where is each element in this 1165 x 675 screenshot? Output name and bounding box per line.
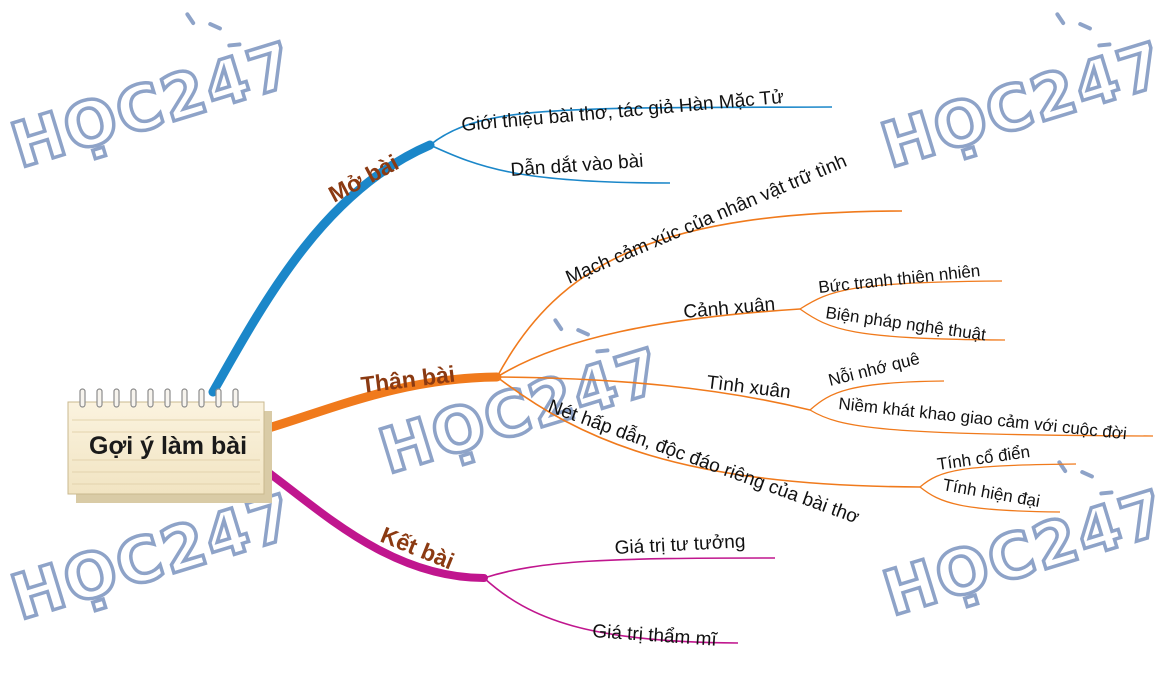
branch-mo-bai: Mở bài Giới thiệu bài thơ, tác giả Hàn M… — [208, 87, 833, 397]
watermark-ray — [1099, 490, 1114, 496]
subbranch-connector — [496, 210, 903, 378]
notepad-rings — [79, 388, 239, 408]
subbranch-connector — [429, 106, 833, 146]
subbranch-connector — [483, 577, 739, 644]
watermark-ray — [185, 12, 196, 26]
subbranch-connector — [496, 376, 811, 411]
watermarks: HỌC247 HỌC247 HỌC247 HỌC247 HỌC247 — [1, 12, 1165, 636]
branch-connector — [208, 140, 435, 397]
subbranch-connector — [429, 144, 671, 184]
branch-label: Thân bài — [359, 361, 456, 398]
leaf-connector — [809, 409, 1154, 437]
subbranch-connector — [496, 308, 801, 378]
leaf-connector — [799, 280, 1003, 310]
leaf-label: Biện pháp nghệ thuật — [824, 303, 987, 344]
watermark-ray — [1055, 12, 1066, 26]
branch-connector — [257, 372, 502, 435]
watermark-top-right: HỌC247 — [871, 12, 1165, 184]
branch-connector — [261, 466, 488, 582]
central-topic[interactable]: Gợi ý làm bài — [67, 388, 272, 503]
watermark-ray — [227, 42, 242, 48]
watermark-bottom-right: HỌC247 — [873, 460, 1165, 632]
leaf-label: Nỗi nhớ quê — [826, 349, 921, 390]
watermark-ray — [208, 22, 222, 31]
branch-ket-bai: Kết bài Giá trị tư tưởng Giá trị thẩm mĩ — [261, 466, 776, 651]
watermark-ray — [553, 318, 564, 332]
subtopic-label: Giới thiệu bài thơ, tác giả Hàn Mặc Tử — [461, 87, 785, 136]
leaf-label: Tính cổ điển — [936, 442, 1031, 474]
notepad-paper — [67, 401, 265, 495]
subtopic-label: Nét hấp dẫn, độc đáo riêng của bài thơ — [545, 395, 862, 528]
leaf-connector — [919, 486, 1061, 513]
watermark-top-left: HỌC247 — [1, 12, 305, 184]
subtopic-label: Giá trị thẩm mĩ — [592, 621, 718, 651]
branch-label: Mở bài — [324, 149, 403, 207]
leaf-connector — [809, 380, 945, 411]
subtopic-label: Giá trị tư tưởng — [614, 531, 746, 559]
subbranch-connector — [496, 376, 921, 488]
leaf-connector — [799, 308, 1006, 341]
watermark-text: HỌC247 — [873, 27, 1165, 182]
watermark-ray — [1097, 42, 1112, 48]
watermark-ray — [1080, 470, 1094, 479]
watermark-ray — [1078, 22, 1092, 31]
leaf-label: Bức tranh thiên nhiên — [817, 261, 981, 297]
subtopic-label: Dẫn dắt vào bài — [510, 150, 644, 181]
watermark-ray — [1057, 460, 1068, 474]
watermark-text: HỌC247 — [3, 27, 303, 182]
leaf-label: Niềm khát khao giao cảm với cuộc đời — [838, 394, 1128, 443]
notepad-rules — [72, 419, 260, 485]
subtopic-label: Cảnh xuân — [683, 294, 776, 323]
subbranch-connector — [483, 557, 776, 579]
watermark-ray — [595, 348, 610, 354]
watermark-ray — [576, 328, 590, 337]
subtopic-label: Tình xuân — [705, 372, 791, 403]
watermark-text: HỌC247 — [371, 333, 671, 488]
leaf-connector — [919, 463, 1077, 488]
central-title: Gợi ý làm bài — [89, 432, 247, 460]
leaf-label: Tính hiện đại — [941, 475, 1041, 511]
